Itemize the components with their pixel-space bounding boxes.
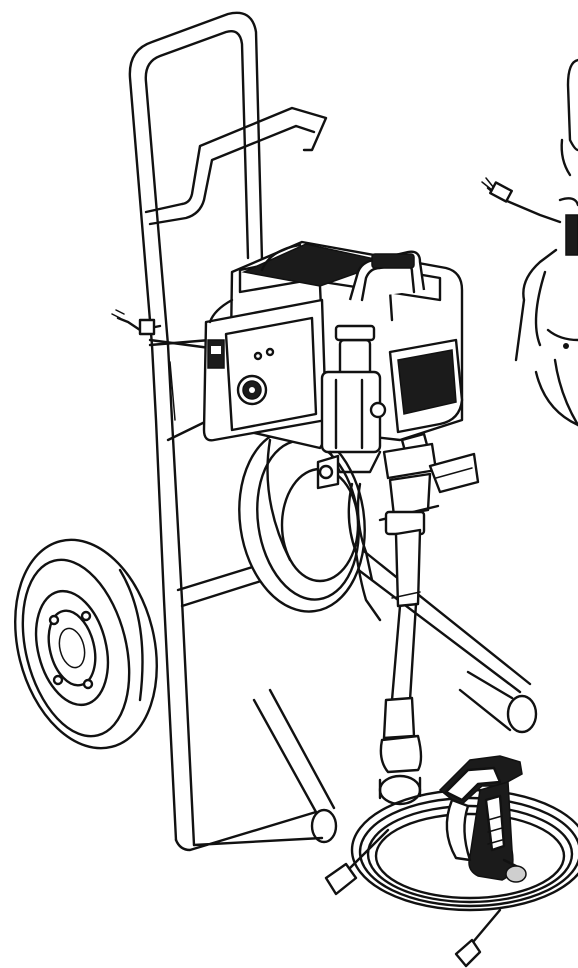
spray-gun [438, 755, 527, 883]
power-cord [208, 243, 302, 324]
pressure-knob [236, 374, 268, 406]
second-sprayer-partial [481, 58, 578, 427]
wheel [14, 538, 158, 750]
pump-lower [347, 442, 480, 806]
cart-frame [111, 11, 538, 852]
control-panel [202, 298, 328, 442]
pump-column [316, 324, 387, 490]
